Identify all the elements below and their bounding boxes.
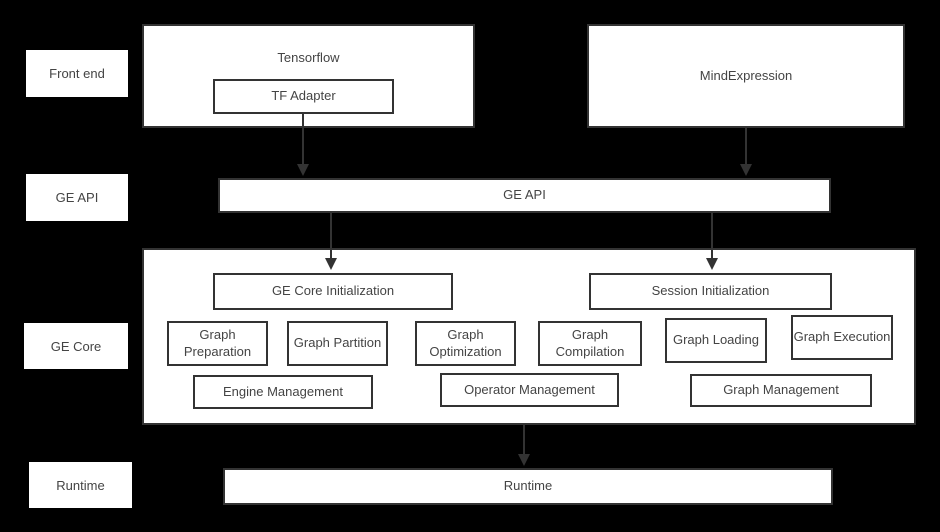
runtime-bar: Runtime bbox=[223, 468, 833, 505]
arrow-ge-api-to-ge-core-initialization bbox=[325, 213, 337, 270]
arrow-ge-core-to-runtime bbox=[518, 425, 530, 466]
stage-box-graph-preparation: Graph Preparation bbox=[167, 321, 268, 366]
mgmt-box-operator-management: Operator Management bbox=[440, 373, 619, 407]
tensorflow-box: Tensorflow TF Adapter bbox=[142, 24, 475, 128]
mgmt-box-engine-management: Engine Management bbox=[193, 375, 373, 409]
stage-box-graph-optimization: Graph Optimization bbox=[415, 321, 516, 366]
stage-box-graph-partition: Graph Partition bbox=[287, 321, 388, 366]
tf-adapter-box: TF Adapter bbox=[213, 79, 394, 114]
layer-label-ge-core: GE Core bbox=[24, 323, 128, 369]
arrow-ge-api-to-session-initialization bbox=[706, 213, 718, 270]
layer-label-ge-api: GE API bbox=[26, 174, 128, 221]
tensorflow-label: Tensorflow bbox=[277, 50, 340, 65]
ge-core-box: GE Core Initialization Session Initializ… bbox=[142, 248, 916, 425]
mindexpression-box: MindExpression bbox=[587, 24, 905, 128]
stage-box-graph-execution: Graph Execution bbox=[791, 315, 893, 360]
arrow-mindexpression-to-ge-api bbox=[740, 128, 752, 176]
layer-label-runtime: Runtime bbox=[29, 462, 132, 508]
session-initialization-box: Session Initialization bbox=[589, 273, 832, 310]
mgmt-box-graph-management: Graph Management bbox=[690, 374, 872, 407]
ge-api-bar: GE API bbox=[218, 178, 831, 213]
stage-box-graph-loading: Graph Loading bbox=[665, 318, 767, 363]
ge-core-initialization-box: GE Core Initialization bbox=[213, 273, 453, 310]
stage-box-graph-compilation: Graph Compilation bbox=[538, 321, 642, 366]
layer-label-front-end: Front end bbox=[26, 50, 128, 97]
arrow-tf-adapter-to-ge-api bbox=[297, 114, 309, 176]
